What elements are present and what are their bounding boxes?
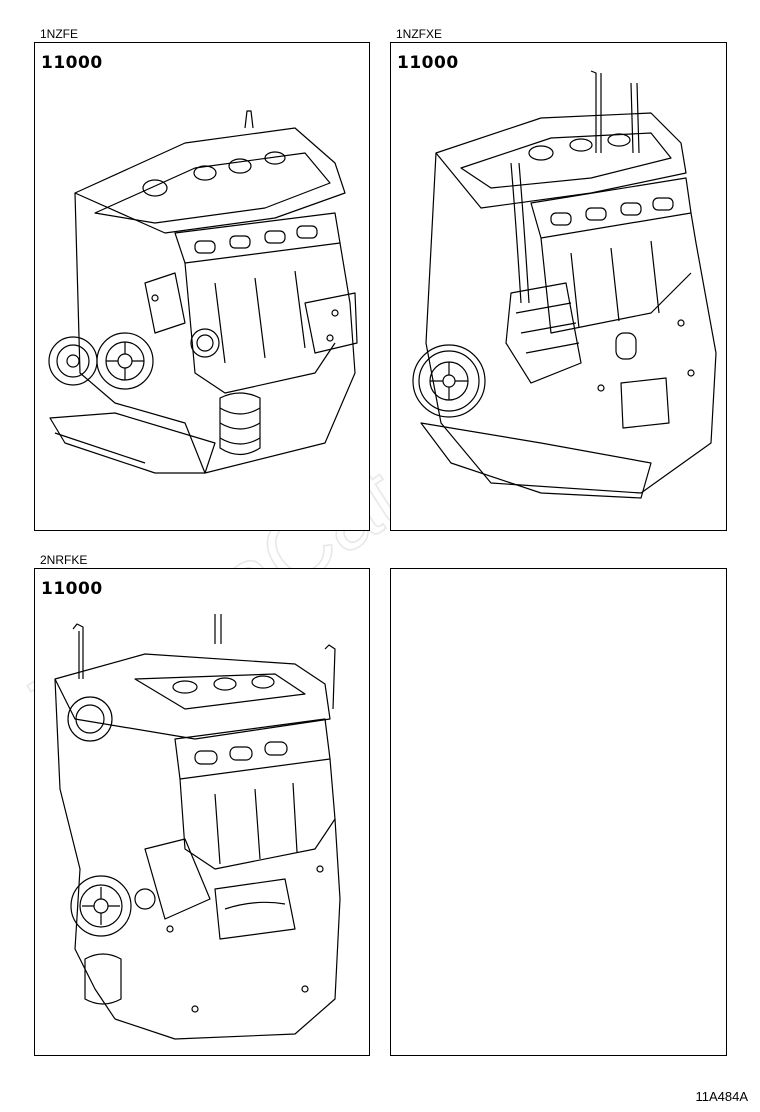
panel-caption-2nrfke: 2NRFKE	[40, 553, 88, 567]
part-number: 11000	[41, 579, 103, 599]
part-number: 11000	[41, 53, 103, 73]
engine-panel-1nzfe[interactable]: 11000	[34, 42, 370, 531]
part-number: 11000	[397, 53, 459, 73]
empty-panel	[390, 568, 727, 1056]
engine-drawing-1nzfe	[35, 43, 369, 530]
engine-drawing-1nzfxe	[391, 43, 726, 530]
figure-code: 11A484A	[695, 1089, 748, 1104]
engine-drawing-2nrfke	[35, 569, 369, 1055]
engine-panel-2nrfke[interactable]: 11000	[34, 568, 370, 1056]
panel-caption-1nzfe: 1NZFE	[40, 27, 79, 41]
engine-panel-1nzfxe[interactable]: 11000	[390, 42, 727, 531]
panel-caption-1nzfxe: 1NZFXE	[396, 27, 443, 41]
